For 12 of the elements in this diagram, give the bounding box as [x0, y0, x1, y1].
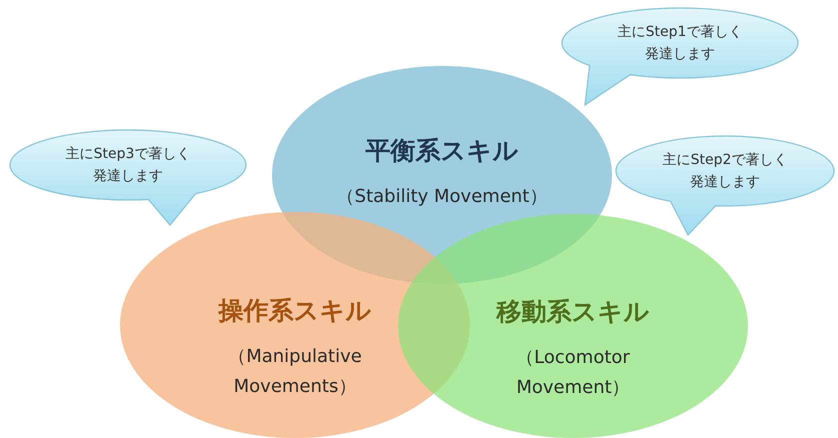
skill-heading: 操作系スキル	[218, 295, 372, 328]
bubble-text: 主にStep1で著しく発達します	[616, 23, 744, 64]
skill-heading: 移動系スキル	[496, 296, 650, 328]
speech-bubble	[614, 134, 836, 238]
skill-subtitle: （Manipulative Movements）	[227, 344, 363, 399]
bubble-text: 主にStep2で著しく発達します	[662, 151, 788, 192]
skill-heading: 平衡系スキル	[366, 135, 518, 168]
skill-subtitle: （Stability Movement）	[336, 184, 548, 209]
bubble-text: 主にStep3で著しく発達します	[64, 145, 192, 186]
skill-subtitle: （Locomotor Movement）	[515, 346, 631, 400]
speech-bubble	[8, 128, 248, 228]
speech-bubble	[560, 6, 800, 106]
